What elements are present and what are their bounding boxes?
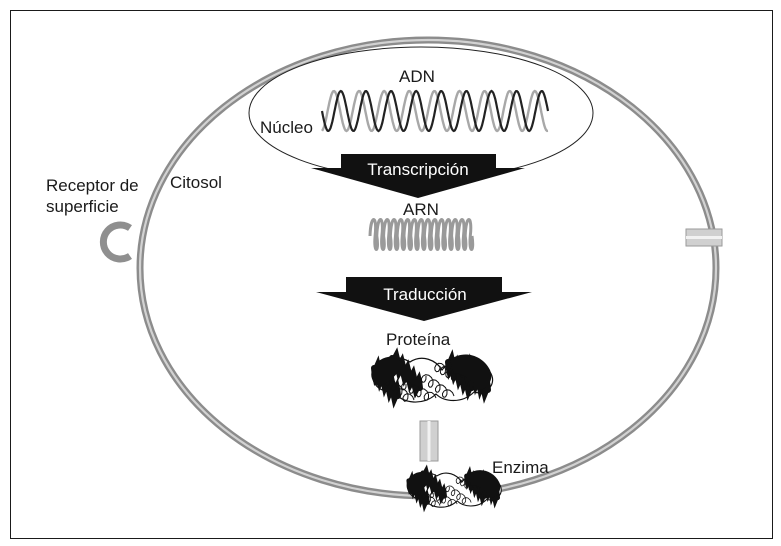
transcription-label: Transcripción [367, 160, 468, 179]
c-shaped-receptor-icon [99, 221, 132, 263]
surface-receptor-label-line1: Receptor de [46, 176, 139, 195]
protein-label: Proteína [386, 330, 451, 349]
nucleus-label: Núcleo [260, 118, 313, 137]
translation-label: Traducción [383, 285, 466, 304]
folded-protein-icon [371, 347, 494, 409]
dna-label: ADN [399, 67, 435, 86]
folded-enzyme-icon [406, 464, 502, 513]
transcription-arrow: Transcripción [311, 154, 525, 198]
surface-receptor-label-line2: superficie [46, 197, 119, 216]
double-helix-icon [320, 89, 550, 133]
membrane-channel-icon [685, 228, 723, 247]
single-strand-coil-icon [368, 218, 475, 251]
translation-arrow: Traducción [316, 277, 532, 321]
secretion-channel-icon [419, 420, 439, 462]
rna-label: ARN [403, 200, 439, 219]
enzyme-label: Enzima [492, 458, 549, 477]
cytosol-label: Citosol [170, 173, 222, 192]
